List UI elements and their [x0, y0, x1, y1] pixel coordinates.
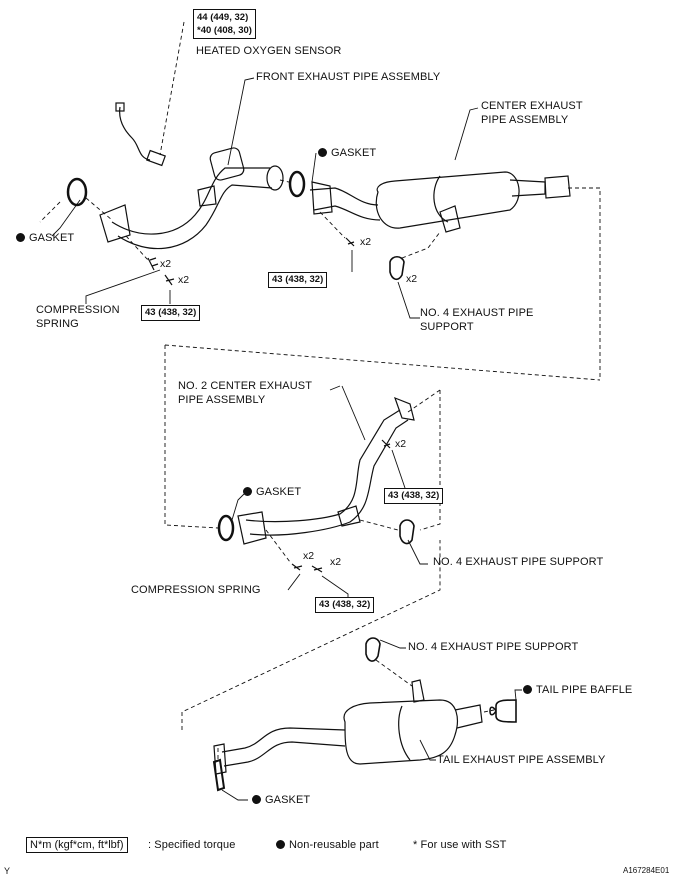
no4-support-3	[365, 637, 381, 662]
center-exhaust-pipe-assembly	[309, 171, 571, 233]
legend-non-reusable: Non-reusable part	[276, 839, 379, 852]
front-exhaust-pipe-label: FRONT EXHAUST PIPE ASSEMBLY	[256, 71, 441, 83]
legend-specified-torque: : Specified torque	[148, 839, 236, 851]
no4-support-label-line2: SUPPORT	[420, 321, 474, 333]
qty-x2: x2	[330, 556, 342, 568]
gasket-text: GASKET	[256, 486, 302, 498]
tail-exhaust-pipe-label: TAIL EXHAUST PIPE ASSEMBLY	[437, 754, 606, 766]
non-reusable-dot-icon	[318, 148, 327, 157]
gasket-text: GASKET	[331, 147, 377, 159]
no4-support-label-2: NO. 4 EXHAUST PIPE SUPPORT	[433, 556, 604, 568]
gasket-sec3	[212, 758, 226, 792]
heated-oxygen-sensor	[115, 102, 166, 167]
gasket-sec2	[217, 514, 235, 542]
front-exhaust-pipe-assembly	[99, 147, 284, 250]
no4-support-label-3: NO. 4 EXHAUST PIPE SUPPORT	[408, 641, 579, 653]
tail-pipe-baffle-text: TAIL PIPE BAFFLE	[536, 684, 633, 696]
qty-x2: x2	[178, 274, 190, 286]
tail-pipe-baffle-label: TAIL PIPE BAFFLE	[523, 684, 632, 697]
non-reusable-dot-icon	[243, 487, 252, 496]
sensor-torque-spec: 44 (449, 32) *40 (408, 30)	[193, 9, 256, 39]
qty-x2: x2	[303, 550, 315, 562]
no4-support-1	[389, 255, 405, 281]
gasket-label-2: GASKET	[16, 232, 74, 245]
legend-non-reusable-text: Non-reusable part	[289, 839, 379, 851]
gasket-label-4: GASKET	[252, 794, 310, 807]
torque-spec-43: 43 (438, 32)	[315, 597, 375, 613]
torque-spec-43: 43 (438, 32)	[384, 488, 444, 504]
sensor-torque-line1: 44 (449, 32)	[197, 12, 249, 23]
legend-torque-unit: N*m (kgf*cm, ft*lbf)	[26, 837, 128, 853]
center-exhaust-label-line1: CENTER EXHAUST	[481, 100, 583, 112]
qty-x2: x2	[160, 258, 172, 270]
no4-support-2	[399, 519, 415, 545]
compression-spring-label-line2: SPRING	[36, 318, 79, 330]
torque-spec-43: 43 (438, 32)	[141, 305, 201, 321]
no2-center-exhaust-label-line2: PIPE ASSEMBLY	[178, 394, 266, 406]
tail-exhaust-pipe-assembly	[213, 679, 483, 775]
sensor-torque-line2: *40 (408, 30)	[197, 25, 252, 36]
no2-center-exhaust-label-line1: NO. 2 CENTER EXHAUST	[178, 380, 313, 392]
qty-x2: x2	[395, 438, 407, 450]
qty-x2: x2	[360, 236, 372, 248]
gasket-left	[66, 177, 88, 207]
gasket-label-3: GASKET	[243, 486, 301, 499]
legend-sst: * For use with SST	[413, 839, 507, 851]
tail-pipe-baffle	[489, 699, 517, 723]
non-reusable-dot-icon	[276, 840, 285, 849]
center-exhaust-label-line2: PIPE ASSEMBLY	[481, 114, 569, 126]
corner-mark-left: Y	[4, 866, 11, 876]
no4-support-label-line1: NO. 4 EXHAUST PIPE	[420, 307, 534, 319]
gasket-center	[288, 170, 306, 198]
gasket-text: GASKET	[265, 794, 311, 806]
qty-x2: x2	[406, 273, 418, 285]
non-reusable-dot-icon	[252, 795, 261, 804]
gasket-text: GASKET	[29, 232, 75, 244]
gasket-label-1: GASKET	[318, 147, 376, 160]
heated-oxygen-sensor-label: HEATED OXYGEN SENSOR	[196, 45, 342, 57]
no2-center-exhaust-pipe-assembly	[237, 396, 415, 545]
compression-spring-label-2: COMPRESSION SPRING	[131, 584, 261, 596]
non-reusable-dot-icon	[523, 685, 532, 694]
non-reusable-dot-icon	[16, 233, 25, 242]
torque-spec-43: 43 (438, 32)	[268, 272, 328, 288]
compression-spring-label-line1: COMPRESSION	[36, 304, 120, 316]
figure-id: A167284E01	[623, 866, 670, 875]
